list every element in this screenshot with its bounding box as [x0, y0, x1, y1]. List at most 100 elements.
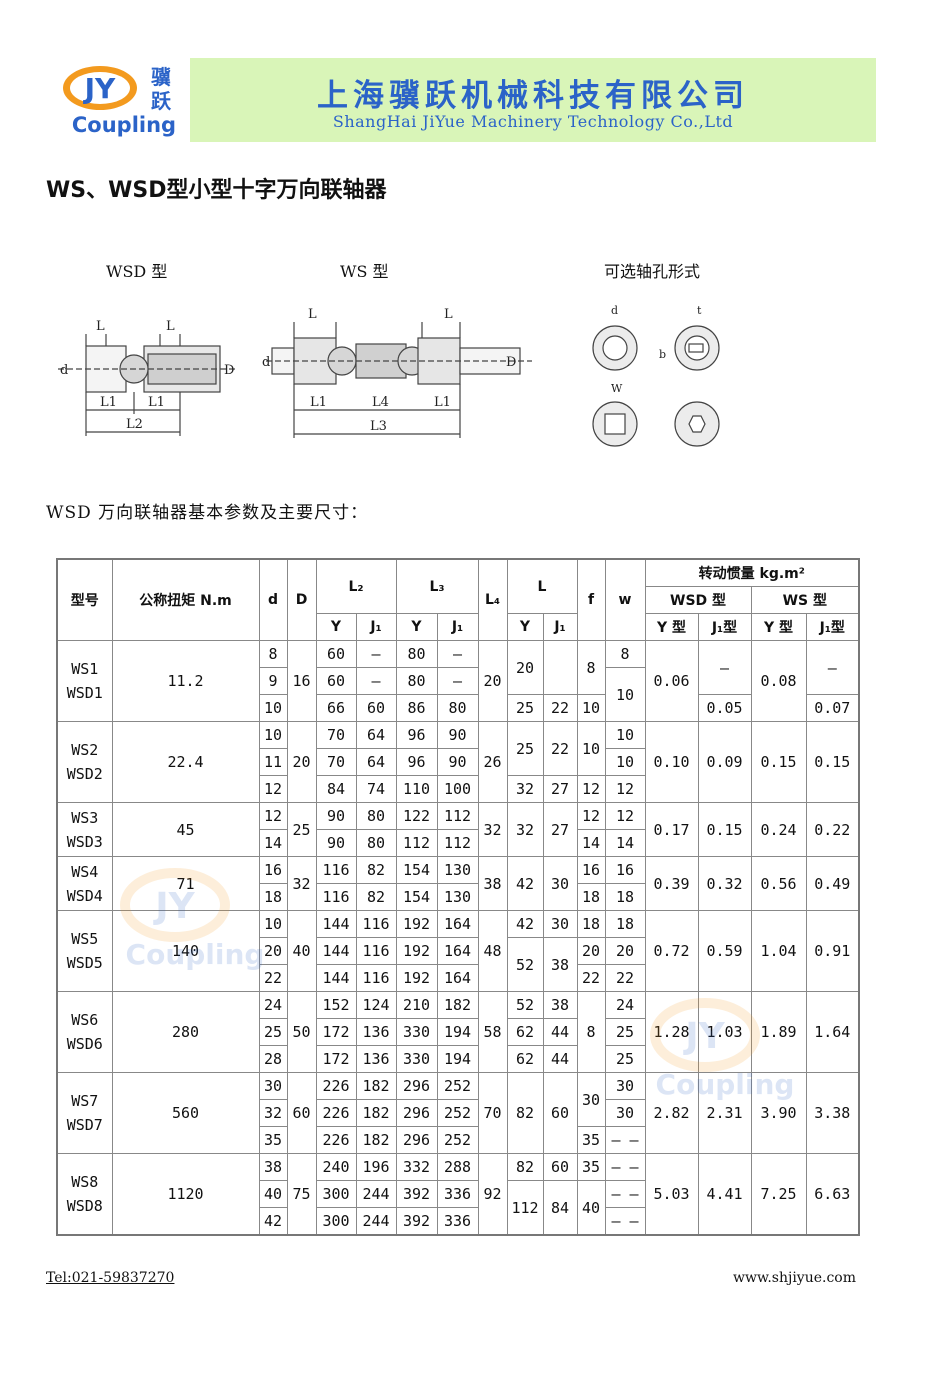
- dim-label-L2: L2: [126, 417, 143, 432]
- cell-f: 16: [576, 856, 606, 884]
- cell-L2Y: 144: [315, 910, 357, 938]
- cell-wsd-Y: 5.03: [644, 1153, 699, 1236]
- header-L2: L₂: [315, 558, 397, 614]
- cell-d: 12: [258, 802, 288, 830]
- cell-L3Y: 330: [395, 1045, 438, 1073]
- cell-LJ: 60: [542, 1072, 578, 1154]
- cell-LJ: 22: [542, 694, 578, 722]
- header-inertia: 转动惯量 kg.m²: [644, 558, 860, 587]
- cell-wsd-Y: 0.72: [644, 910, 699, 992]
- cell-LY: 62: [506, 1045, 544, 1073]
- cell-d: 20: [258, 937, 288, 965]
- dim-label-L-left: L: [308, 307, 317, 322]
- cell-L4: 58: [477, 991, 508, 1073]
- header-L-J1: J₁: [542, 613, 578, 641]
- bore-label-t: t: [697, 304, 702, 317]
- cell-L2J: 60: [355, 694, 397, 722]
- cell-L3J: 80: [436, 694, 479, 722]
- cell-L2Y: 84: [315, 775, 357, 803]
- dim-label-D: D: [224, 363, 234, 378]
- cell-wsd-J: 0.05: [697, 694, 752, 722]
- cell-d: 11: [258, 748, 288, 776]
- cell-LY: 32: [506, 802, 544, 857]
- cell-L2J: 64: [355, 721, 397, 749]
- cell-L3J: 336: [436, 1180, 479, 1208]
- header-row: WSD 型 WS 型: [57, 586, 860, 614]
- cell-wsd-J: –: [697, 640, 752, 695]
- cell-L2J: 244: [355, 1180, 397, 1208]
- ws-coupling-diagram: L L L1 L4 L1 L3 d D: [262, 307, 532, 438]
- svg-text:跃: 跃: [151, 89, 172, 113]
- cell-wsd-Y: 2.82: [644, 1072, 699, 1154]
- cell-wsd-Y: 0.17: [644, 802, 699, 857]
- dim-label-L1-left: L1: [100, 395, 117, 410]
- cell-L2Y: 60: [315, 667, 357, 695]
- dim-label-L4: L4: [372, 395, 389, 410]
- cell-L3Y: 154: [395, 856, 438, 884]
- company-name-cn: 上海骥跃机械科技有限公司: [317, 78, 749, 114]
- cell-L2J: 136: [355, 1018, 397, 1046]
- cell-LY: 52: [506, 937, 544, 992]
- cell-L2Y: 226: [315, 1099, 357, 1127]
- cell-ws-Y: 0.24: [750, 802, 807, 857]
- cell-L3J: 130: [436, 883, 479, 911]
- cell-d: 12: [258, 775, 288, 803]
- cell-w: 10: [604, 748, 646, 776]
- dim-label-D: D: [506, 355, 516, 370]
- cell-L2Y: 300: [315, 1180, 357, 1208]
- cell-wsd-J: 2.31: [697, 1072, 752, 1154]
- dim-label-L-right: L: [444, 307, 453, 322]
- cell-L2Y: 66: [315, 694, 357, 722]
- cell-d: 8: [258, 640, 288, 668]
- cell-L2Y: 70: [315, 721, 357, 749]
- cell-ws-J: 0.07: [805, 694, 860, 722]
- bore-options-diagram: d t b W: [592, 304, 720, 447]
- cell-wsd-J: 1.03: [697, 991, 752, 1073]
- cell-L2Y: 144: [315, 937, 357, 965]
- torque-cell: 22.4: [111, 721, 260, 803]
- cell-LY: 25: [506, 694, 544, 722]
- cell-d: 38: [258, 1153, 288, 1181]
- cell-L2Y: 70: [315, 748, 357, 776]
- cell-L2J: 182: [355, 1126, 397, 1154]
- cell-L2J: 116: [355, 964, 397, 992]
- bore-label-d: d: [611, 304, 618, 317]
- cell-L3J: 194: [436, 1045, 479, 1073]
- cell-L2Y: 60: [315, 640, 357, 668]
- cell-wsd-Y: 1.28: [644, 991, 699, 1073]
- torque-cell: 280: [111, 991, 260, 1073]
- cell-w: 12: [604, 802, 646, 830]
- cell-w: 8: [604, 640, 646, 668]
- cell-L2J: 74: [355, 775, 397, 803]
- footer-website[interactable]: www.shjiyue.com: [733, 1270, 856, 1286]
- svg-text:Coupling: Coupling: [72, 113, 176, 137]
- header-L2-J1: J₁: [355, 613, 397, 641]
- cell-f: 12: [576, 775, 606, 803]
- cell-L3J: 164: [436, 964, 479, 992]
- cell-L3Y: 210: [395, 991, 438, 1019]
- header-L3: L₃: [395, 558, 479, 614]
- footer-phone[interactable]: Tel:021-59837270: [46, 1270, 175, 1286]
- bore-label-W: W: [611, 382, 623, 395]
- spec-table-body: 型号 公称扭矩 N.m d D L₂ L₃ L₄ L f w 转动惯量 kg.m…: [56, 558, 860, 1236]
- cell-w: – –: [604, 1126, 646, 1154]
- cell-wsd-Y: 0.39: [644, 856, 699, 911]
- cell-L3J: 112: [436, 802, 479, 830]
- cell-L3J: 194: [436, 1018, 479, 1046]
- ws-figure-label: WS 型: [340, 262, 389, 281]
- cell-L2Y: 90: [315, 829, 357, 857]
- cell-L3J: 252: [436, 1099, 479, 1127]
- cell-L2Y: 116: [315, 883, 357, 911]
- cell-L2Y: 172: [315, 1018, 357, 1046]
- cell-d: 14: [258, 829, 288, 857]
- torque-cell: 45: [111, 802, 260, 857]
- wsd-figure-label: WSD 型: [106, 262, 168, 281]
- cell-ws-J: 3.38: [805, 1072, 860, 1154]
- cell-w: 30: [604, 1072, 646, 1100]
